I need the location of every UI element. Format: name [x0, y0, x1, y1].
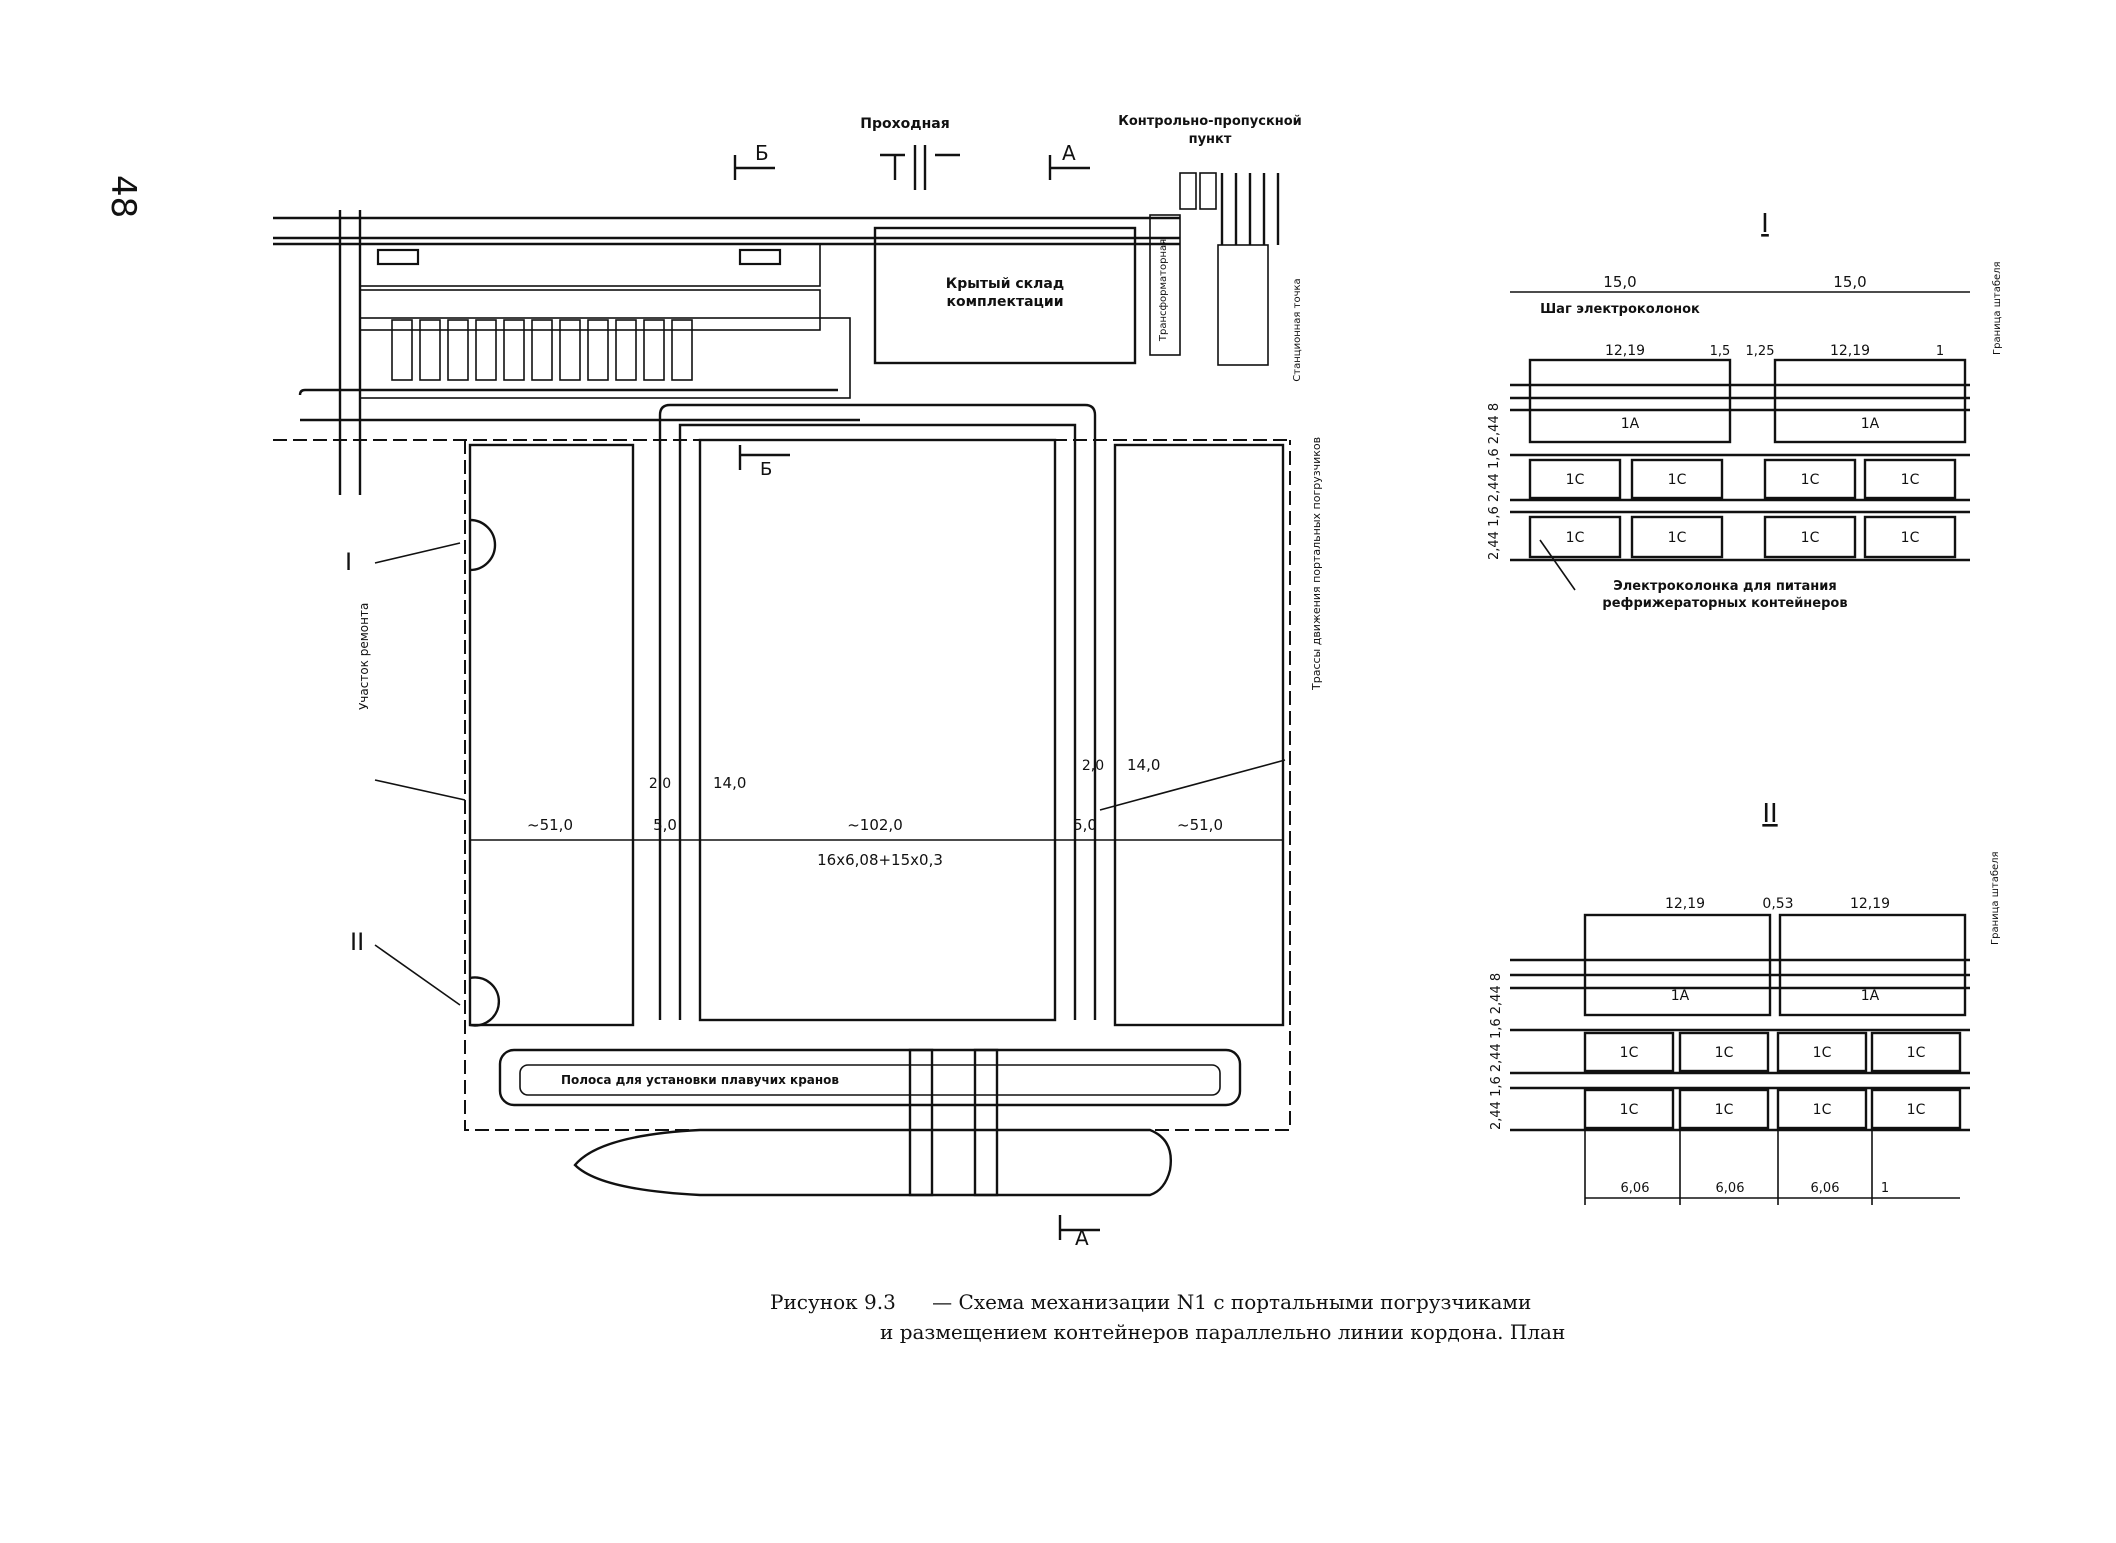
d1-power-label-2: рефрижераторных контейнеров: [1602, 596, 1847, 611]
d1-dim-15-a: 15,0: [1603, 273, 1636, 291]
d1-step-label: Шаг электроколонок: [1540, 302, 1700, 317]
main-plan: Крытый склад комплектации Трансформаторн…: [273, 114, 1323, 1250]
detail-I-title: I: [1761, 209, 1769, 239]
dim-14-left: 14,0: [713, 774, 746, 792]
dim-14-right: 14,0: [1127, 756, 1160, 774]
d2-tag-1C-4: 1С: [1907, 1045, 1926, 1061]
station-label: Станционная точка: [1292, 278, 1303, 381]
dim-right: ~51,0: [1177, 816, 1223, 834]
marker-I-plan: I: [345, 548, 352, 576]
section-b-top: Б: [755, 141, 769, 165]
d1-side-dims: 2,44 1,6 2,44 1,6 2,44 8: [1487, 403, 1502, 560]
d1-tag-1C-2: 1С: [1668, 472, 1687, 488]
dim-center: ~102,0: [847, 816, 903, 834]
d1-power-label-1: Электроколонка для питания: [1613, 579, 1837, 594]
caption-line-1-block: Рисунок 9.3 — Схема механизации N1 с пор…: [770, 1290, 1531, 1314]
d2-dim-606-a: 6,06: [1621, 1181, 1650, 1196]
d1-tag-1C-4: 1С: [1901, 472, 1920, 488]
section-b-plan: Б: [760, 459, 772, 480]
section-a-bottom: А: [1075, 1226, 1089, 1250]
d2-tag-1C-5: 1С: [1620, 1102, 1639, 1118]
d2-tag-1C-8: 1С: [1907, 1102, 1926, 1118]
detail-I: I 15,0 15,0 Шаг электроколонок 12,19 1,5…: [1487, 209, 2003, 611]
dim-gap-left: 5,0: [653, 816, 677, 834]
checkpoint-label-1: Контрольно-пропускной: [1118, 114, 1302, 129]
d1-tag-1C-7: 1С: [1801, 530, 1820, 546]
marker-II-plan: II: [350, 928, 364, 956]
detail-II-title: II: [1762, 799, 1777, 829]
caption-line-1: — Схема механизации N1 с портальными пог…: [932, 1290, 1532, 1314]
d2-edge-label: Граница штабеля: [1990, 851, 2001, 945]
d1-tag-1C-3: 1С: [1801, 472, 1820, 488]
d2-side-dims: 2,44 1,6 2,44 1,6 2,44 8: [1489, 973, 1504, 1130]
d1-dim-1219-b: 12,19: [1830, 343, 1870, 359]
d1-dim-1: 1: [1936, 344, 1944, 359]
d2-tag-1C-7: 1С: [1813, 1102, 1832, 1118]
d2-dim-1219-a: 12,19: [1665, 896, 1705, 912]
d1-tag-1C-1: 1С: [1566, 472, 1585, 488]
dim-left: ~51,0: [527, 816, 573, 834]
strip-label: Полоса для установки плавучих кранов: [561, 1073, 839, 1087]
d1-tag-1C-8: 1С: [1901, 530, 1920, 546]
d1-1C-row-1: [1528, 458, 1957, 500]
transformer-label: Трансформаторная: [1158, 239, 1169, 342]
d2-dim-1219-b: 12,19: [1850, 896, 1890, 912]
d1-tag-1A-b: 1А: [1861, 416, 1880, 432]
d2-tag-1C-3: 1С: [1813, 1045, 1832, 1061]
container-rows-upper: [376, 248, 782, 381]
page-number: 48: [103, 175, 143, 218]
gantry-paths-label: Трассы движения портальных погрузчиков: [1310, 437, 1323, 691]
d1-dim-1219-a: 12,19: [1605, 343, 1645, 359]
d1-tag-1C-6: 1С: [1668, 530, 1687, 546]
dim-2-right: 2,0: [1082, 758, 1104, 774]
formula: 16x6,08+15x0,3: [817, 851, 943, 869]
d1-dim-15-b: 15,0: [1833, 273, 1866, 291]
d2-tag-1A-b: 1А: [1861, 988, 1880, 1004]
warehouse-label-2: комплектации: [946, 294, 1063, 310]
passage-label: Проходная: [860, 116, 949, 132]
d2-tag-1C-1: 1С: [1620, 1045, 1639, 1061]
repair-zone-label: Участок ремонта: [357, 603, 371, 710]
d1-dim-125: 1,25: [1746, 344, 1775, 359]
d2-tag-1A-a: 1А: [1671, 988, 1690, 1004]
d2-dim-606-b: 6,06: [1716, 1181, 1745, 1196]
d1-tag-1A-a: 1А: [1621, 416, 1640, 432]
d2-tag-1C-6: 1С: [1715, 1102, 1734, 1118]
d2-1C-row-1: [1583, 1031, 1962, 1073]
d2-dim-606-c: 6,06: [1811, 1181, 1840, 1196]
dim-gap-right: 5,0: [1073, 816, 1097, 834]
d1-1C-row-2: [1528, 515, 1957, 559]
warehouse-label-1: Крытый склад: [946, 276, 1064, 292]
d1-tag-1C-5: 1С: [1566, 530, 1585, 546]
d1-edge-label: Граница штабеля: [1992, 261, 2003, 355]
d2-1C-row-2: [1583, 1088, 1962, 1130]
d1-dim-15: 1,5: [1710, 344, 1731, 359]
caption-prefix: Рисунок 9.3: [770, 1290, 896, 1314]
section-a-top: А: [1062, 141, 1076, 165]
d2-tag-1C-2: 1С: [1715, 1045, 1734, 1061]
dim-2-left: 2,0: [649, 776, 671, 792]
d2-dim-1: 1: [1881, 1181, 1889, 1196]
d2-dim-053: 0,53: [1762, 896, 1793, 912]
detail-II: II 12,19 0,53 12,19 2,44 1,6 2,44 1,6 2,…: [1489, 799, 2001, 1205]
caption-line-2: и размещением контейнеров параллельно ли…: [880, 1320, 1566, 1344]
checkpoint-label-2: пункт: [1189, 132, 1232, 147]
